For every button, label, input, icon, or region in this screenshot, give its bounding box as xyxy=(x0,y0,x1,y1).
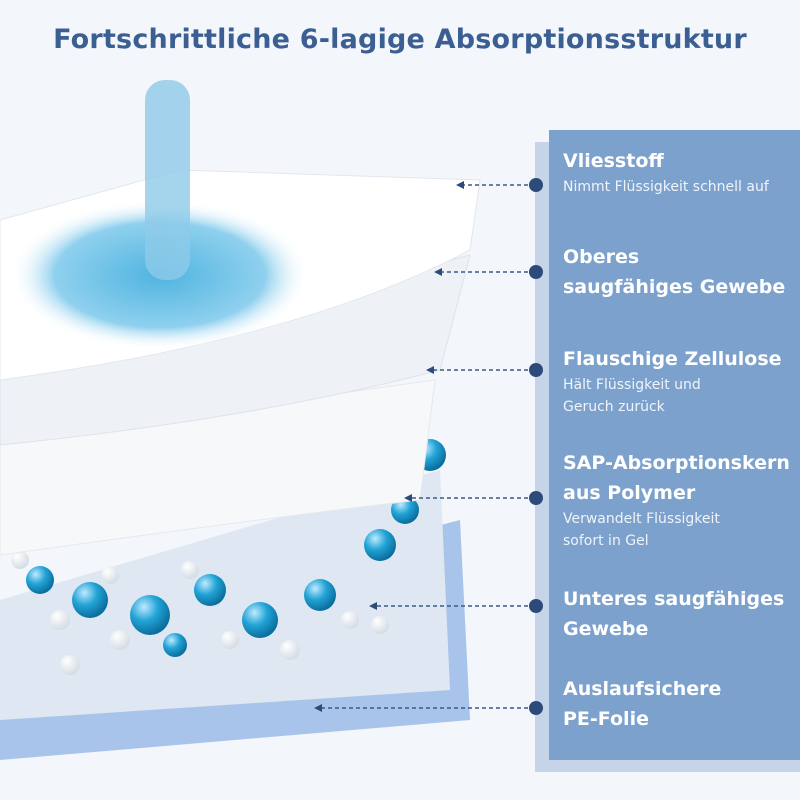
sap-beads xyxy=(11,439,446,675)
layer-heading: SAP-Absorptionskern xyxy=(563,452,790,474)
layer-heading: Vliesstoff xyxy=(563,150,664,172)
upper-tissue-layer xyxy=(0,254,471,446)
layer-heading: PE-Folie xyxy=(563,708,649,730)
layer-item-cellulose: Flauschige Zellulose Hält Flüssigkeit un… xyxy=(563,344,782,418)
pointer-lines xyxy=(320,184,535,709)
layer-heading: Flauschige Zellulose xyxy=(563,348,782,370)
layer-description: Hält Flüssigkeit und xyxy=(563,377,701,393)
layer-heading: saugfähiges Gewebe xyxy=(563,276,786,298)
layer-heading: aus Polymer xyxy=(563,482,696,504)
layers-panel xyxy=(549,130,800,760)
layer-description: sofort in Gel xyxy=(563,533,649,549)
layer-item-lower-tissue: Unteres saugfähiges Gewebe xyxy=(563,584,784,644)
cellulose-layer xyxy=(0,379,436,556)
layer-description: Nimmt Flüssigkeit schnell auf xyxy=(563,179,769,195)
layer-description: Verwandelt Flüssigkeit xyxy=(563,511,720,527)
layer-item-nonwoven: Vliesstoff Nimmt Flüssigkeit schnell auf xyxy=(563,146,769,198)
page-title: Fortschrittliche 6-lagige Absorptionsstr… xyxy=(53,24,747,55)
layer-heading: Oberes xyxy=(563,246,640,268)
layer-heading: Unteres saugfähiges xyxy=(563,588,785,610)
layer-item-pe-film: Auslaufsichere PE-Folie xyxy=(563,674,721,734)
layer-heading: Auslaufsichere xyxy=(563,678,722,700)
layer-item-sap-core: SAP-Absorptionskern aus Polymer Verwande… xyxy=(563,448,790,552)
layer-heading: Gewebe xyxy=(563,618,649,640)
layer-description: Geruch zurück xyxy=(563,399,665,415)
pointer-arrowheads xyxy=(314,181,464,712)
water-stream xyxy=(145,80,190,280)
layer-item-upper-tissue: Oberes saugfähiges Gewebe xyxy=(563,242,785,302)
